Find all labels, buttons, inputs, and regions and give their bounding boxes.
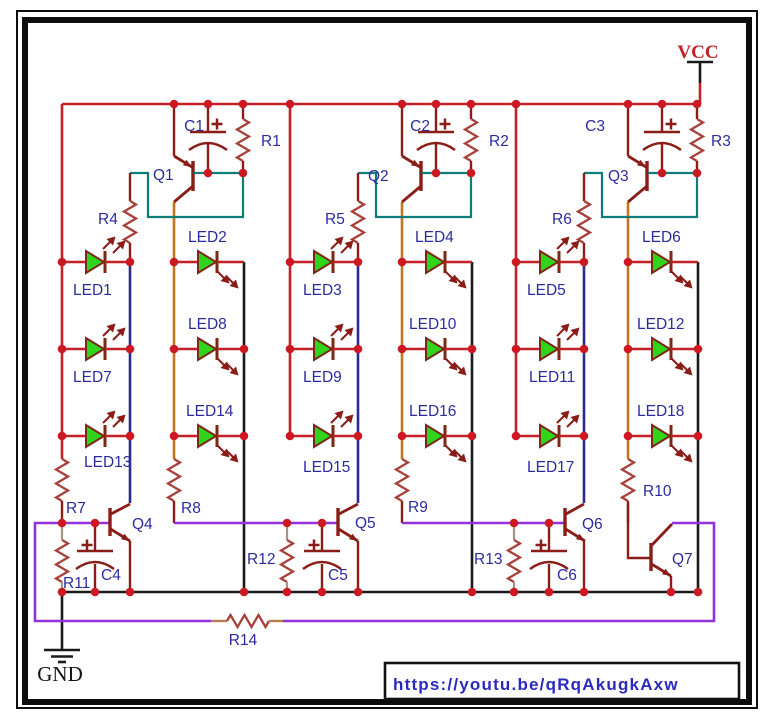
driver-transistors bbox=[108, 502, 674, 592]
label-led18: LED18 bbox=[637, 403, 684, 420]
label-c5: C5 bbox=[328, 567, 348, 584]
junction-dot bbox=[544, 518, 554, 528]
label-led5: LED5 bbox=[527, 282, 566, 299]
junction-dot bbox=[90, 518, 100, 528]
label-q4: Q4 bbox=[132, 516, 153, 533]
label-r8: R8 bbox=[181, 500, 201, 517]
label-r10: R10 bbox=[643, 483, 672, 500]
bottom-capacitors bbox=[74, 523, 570, 592]
junction-dot bbox=[353, 587, 363, 597]
inner-frame bbox=[22, 17, 752, 705]
wire-q7-collector-loop bbox=[283, 521, 716, 623]
labels: VCC GND C1 C2 C3 R1 R2 R3 Q1 Q2 Q3 R4 R5… bbox=[37, 42, 731, 686]
label-q6: Q6 bbox=[582, 516, 603, 533]
label-gnd: GND bbox=[37, 662, 83, 686]
label-led8: LED8 bbox=[188, 316, 227, 333]
junction-dot bbox=[57, 518, 67, 528]
label-led11: LED11 bbox=[529, 369, 575, 386]
label-led10: LED10 bbox=[409, 316, 457, 333]
label-q5: Q5 bbox=[355, 515, 376, 532]
label-r14: R14 bbox=[229, 632, 258, 649]
label-r7: R7 bbox=[66, 500, 86, 517]
video-link-box bbox=[383, 661, 741, 701]
junction-dot bbox=[579, 587, 589, 597]
wire-q4-base-loop bbox=[33, 521, 211, 623]
label-led3: LED3 bbox=[303, 282, 342, 299]
label-r13: R13 bbox=[474, 551, 502, 568]
junction-dot bbox=[125, 587, 135, 597]
label-led16: LED16 bbox=[409, 403, 456, 420]
video-link[interactable]: https://youtu.be/qRqAkugkAxw bbox=[393, 675, 679, 694]
junction-dot bbox=[282, 587, 292, 597]
label-q2: Q2 bbox=[368, 168, 389, 185]
vcc-terminal bbox=[687, 60, 713, 104]
label-c4: C4 bbox=[101, 567, 121, 584]
label-r6: R6 bbox=[552, 211, 572, 228]
label-q1: Q1 bbox=[153, 167, 174, 184]
label-led13: LED13 bbox=[84, 454, 131, 471]
junction-dot bbox=[282, 518, 292, 528]
junction-dot bbox=[511, 99, 521, 109]
label-r5: R5 bbox=[325, 211, 345, 228]
label-led2: LED2 bbox=[188, 229, 227, 246]
label-c1: C1 bbox=[184, 118, 204, 135]
junction-dot bbox=[544, 587, 554, 597]
junction-dot bbox=[285, 99, 295, 109]
junction-dot bbox=[509, 518, 519, 528]
junction-dot bbox=[509, 587, 519, 597]
label-r1: R1 bbox=[261, 133, 281, 150]
junction-dot bbox=[317, 518, 327, 528]
label-c2: C2 bbox=[410, 118, 430, 135]
feedback-wiring bbox=[33, 521, 716, 629]
wire-r10-to-q7-base bbox=[626, 503, 651, 560]
label-led9: LED9 bbox=[303, 369, 342, 386]
label-r12: R12 bbox=[247, 551, 275, 568]
junction-dot bbox=[317, 587, 327, 597]
label-led17: LED17 bbox=[527, 459, 574, 476]
label-q3: Q3 bbox=[608, 168, 629, 185]
label-q7: Q7 bbox=[672, 551, 693, 568]
label-r3: R3 bbox=[711, 133, 731, 150]
label-r9: R9 bbox=[408, 499, 428, 516]
label-r4: R4 bbox=[98, 211, 118, 228]
label-led6: LED6 bbox=[642, 229, 681, 246]
label-led1: LED1 bbox=[73, 282, 112, 299]
label-led7: LED7 bbox=[73, 369, 112, 386]
label-r11: R11 bbox=[63, 575, 90, 592]
label-led4: LED4 bbox=[415, 229, 454, 246]
label-r2: R2 bbox=[489, 133, 509, 150]
outer-frame bbox=[16, 10, 758, 709]
label-led12: LED12 bbox=[637, 316, 684, 333]
junction-dot bbox=[90, 587, 100, 597]
junction-dot bbox=[666, 587, 676, 597]
label-c3: C3 bbox=[585, 118, 605, 135]
label-vcc: VCC bbox=[677, 42, 718, 63]
label-led14: LED14 bbox=[186, 403, 234, 420]
label-c6: C6 bbox=[557, 567, 577, 584]
label-led15: LED15 bbox=[303, 459, 350, 476]
